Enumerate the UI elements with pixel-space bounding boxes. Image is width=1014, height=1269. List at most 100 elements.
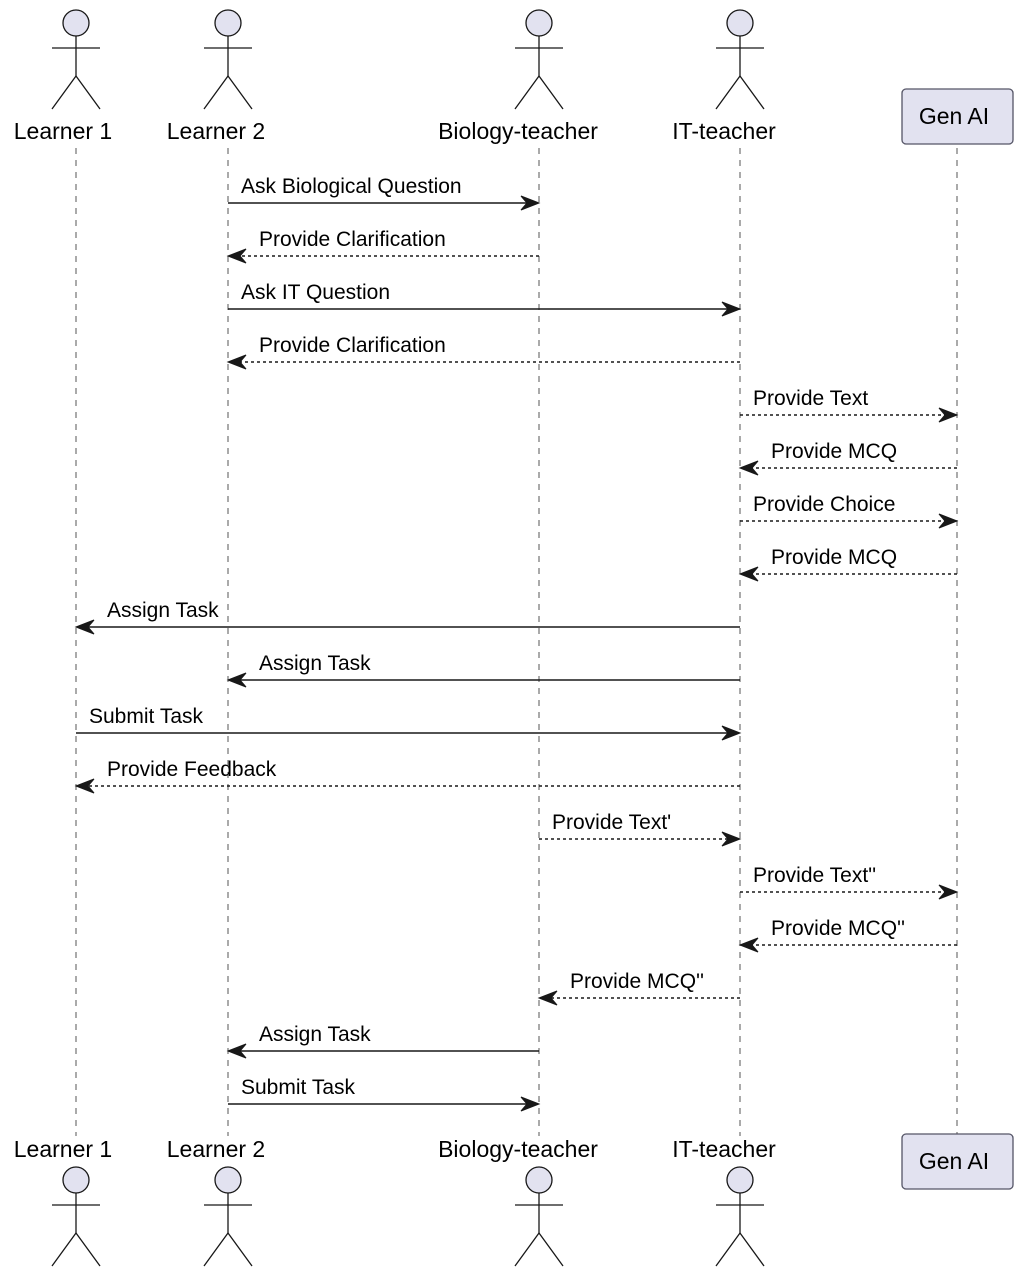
actor-head	[726, 9, 754, 37]
actor-figure-it	[715, 9, 765, 110]
message-17: Assign Task	[226, 1023, 539, 1059]
arrowhead-icon	[738, 460, 759, 476]
participant-label-bio: Biology-teacher	[438, 1136, 598, 1162]
actor-leg-right	[227, 75, 253, 110]
arrowhead-icon	[938, 407, 959, 423]
actor-leg-left	[715, 75, 741, 110]
actor-leg-left	[514, 1232, 540, 1267]
message-3: Ask IT Question	[228, 281, 742, 317]
actor-head	[214, 9, 242, 37]
message-6: Provide MCQ	[738, 440, 957, 476]
actor-head	[62, 1166, 90, 1194]
actor-figure-learner1	[51, 1166, 101, 1267]
actor-leg-right	[538, 75, 564, 110]
arrowhead-icon	[520, 195, 541, 211]
message-label: Provide Choice	[753, 493, 895, 516]
actor-leg-right	[739, 75, 765, 110]
message-label: Assign Task	[259, 1023, 371, 1046]
message-18: Submit Task	[228, 1076, 541, 1112]
message-13: Provide Text'	[539, 811, 742, 847]
arrowhead-icon	[74, 778, 95, 794]
message-8: Provide MCQ	[738, 546, 957, 582]
arrowhead-icon	[721, 725, 742, 741]
message-1: Ask Biological Question	[228, 175, 541, 211]
actor-head	[726, 1166, 754, 1194]
participant-label-learner2: Learner 2	[167, 118, 265, 144]
message-label: Provide Feedback	[107, 758, 277, 781]
actor-leg-right	[75, 75, 101, 110]
message-15: Provide MCQ''	[738, 917, 957, 953]
message-12: Provide Feedback	[74, 758, 740, 794]
arrowhead-icon	[721, 831, 742, 847]
actor-leg-left	[715, 1232, 741, 1267]
arrowhead-icon	[226, 672, 247, 688]
message-label: Provide MCQ	[771, 546, 897, 569]
arrowhead-icon	[938, 884, 959, 900]
actor-leg-left	[203, 75, 229, 110]
message-16: Provide MCQ''	[537, 970, 740, 1006]
participant-label-learner1: Learner 1	[14, 118, 112, 144]
participant-heads-bottom: Learner 1 Learner 2 Biology-teacher IT-teac…	[14, 1133, 1014, 1267]
arrowhead-icon	[738, 566, 759, 582]
message-5: Provide Text	[740, 387, 959, 423]
participant-box-frame	[901, 1133, 1014, 1190]
participant-label-genai: Gen AI	[919, 103, 989, 129]
message-label: Assign Task	[107, 599, 219, 622]
actor-figure-it	[715, 1166, 765, 1267]
participant-label-learner1: Learner 1	[14, 1136, 112, 1162]
actor-head	[62, 9, 90, 37]
actor-figure-learner1	[51, 9, 101, 110]
actor-leg-left	[51, 1232, 77, 1267]
message-label: Assign Task	[259, 652, 371, 675]
arrowhead-icon	[537, 990, 558, 1006]
actor-head	[214, 1166, 242, 1194]
actor-leg-right	[739, 1232, 765, 1267]
actor-leg-right	[538, 1232, 564, 1267]
actor-leg-right	[75, 1232, 101, 1267]
actor-head	[525, 9, 553, 37]
message-label: Provide MCQ''	[570, 970, 704, 993]
message-label: Ask Biological Question	[241, 175, 462, 198]
message-2: Provide Clarification	[226, 228, 539, 264]
actor-leg-left	[514, 75, 540, 110]
actor-figure-bio	[514, 9, 564, 110]
participant-label-it: IT-teacher	[672, 1136, 776, 1162]
arrowhead-icon	[738, 937, 759, 953]
message-label: Submit Task	[89, 705, 203, 728]
participant-label-genai: Gen AI	[919, 1148, 989, 1174]
actor-head	[525, 1166, 553, 1194]
participant-heads-top: Learner 1 Learner 2 Biology-teacher IT-teac…	[14, 9, 1014, 145]
message-label: Ask IT Question	[241, 281, 390, 304]
message-14: Provide Text''	[740, 864, 959, 900]
message-label: Provide Text'	[552, 811, 671, 834]
actor-leg-right	[227, 1232, 253, 1267]
lifelines	[75, 148, 958, 1136]
actor-leg-left	[203, 1232, 229, 1267]
message-7: Provide Choice	[740, 493, 959, 529]
message-label: Provide Text''	[753, 864, 876, 887]
participant-label-bio: Biology-teacher	[438, 118, 598, 144]
message-label: Provide Clarification	[259, 228, 446, 251]
message-label: Submit Task	[241, 1076, 355, 1099]
arrowhead-icon	[226, 354, 247, 370]
message-11: Submit Task	[76, 705, 742, 741]
actor-leg-left	[51, 75, 77, 110]
arrowhead-icon	[721, 301, 742, 317]
actor-figure-learner2	[203, 9, 253, 110]
arrowhead-icon	[520, 1096, 541, 1112]
participant-label-it: IT-teacher	[672, 118, 776, 144]
message-label: Provide Clarification	[259, 334, 446, 357]
arrowhead-icon	[74, 619, 95, 635]
message-label: Provide Text	[753, 387, 868, 410]
participant-box-genai: Gen AI	[901, 88, 1014, 145]
message-10: Assign Task	[226, 652, 740, 688]
message-9: Assign Task	[74, 599, 740, 635]
participant-label-learner2: Learner 2	[167, 1136, 265, 1162]
participant-box-genai: Gen AI	[901, 1133, 1014, 1190]
message-4: Provide Clarification	[226, 334, 740, 370]
arrowhead-icon	[938, 513, 959, 529]
arrowhead-icon	[226, 1043, 247, 1059]
message-label: Provide MCQ''	[771, 917, 905, 940]
